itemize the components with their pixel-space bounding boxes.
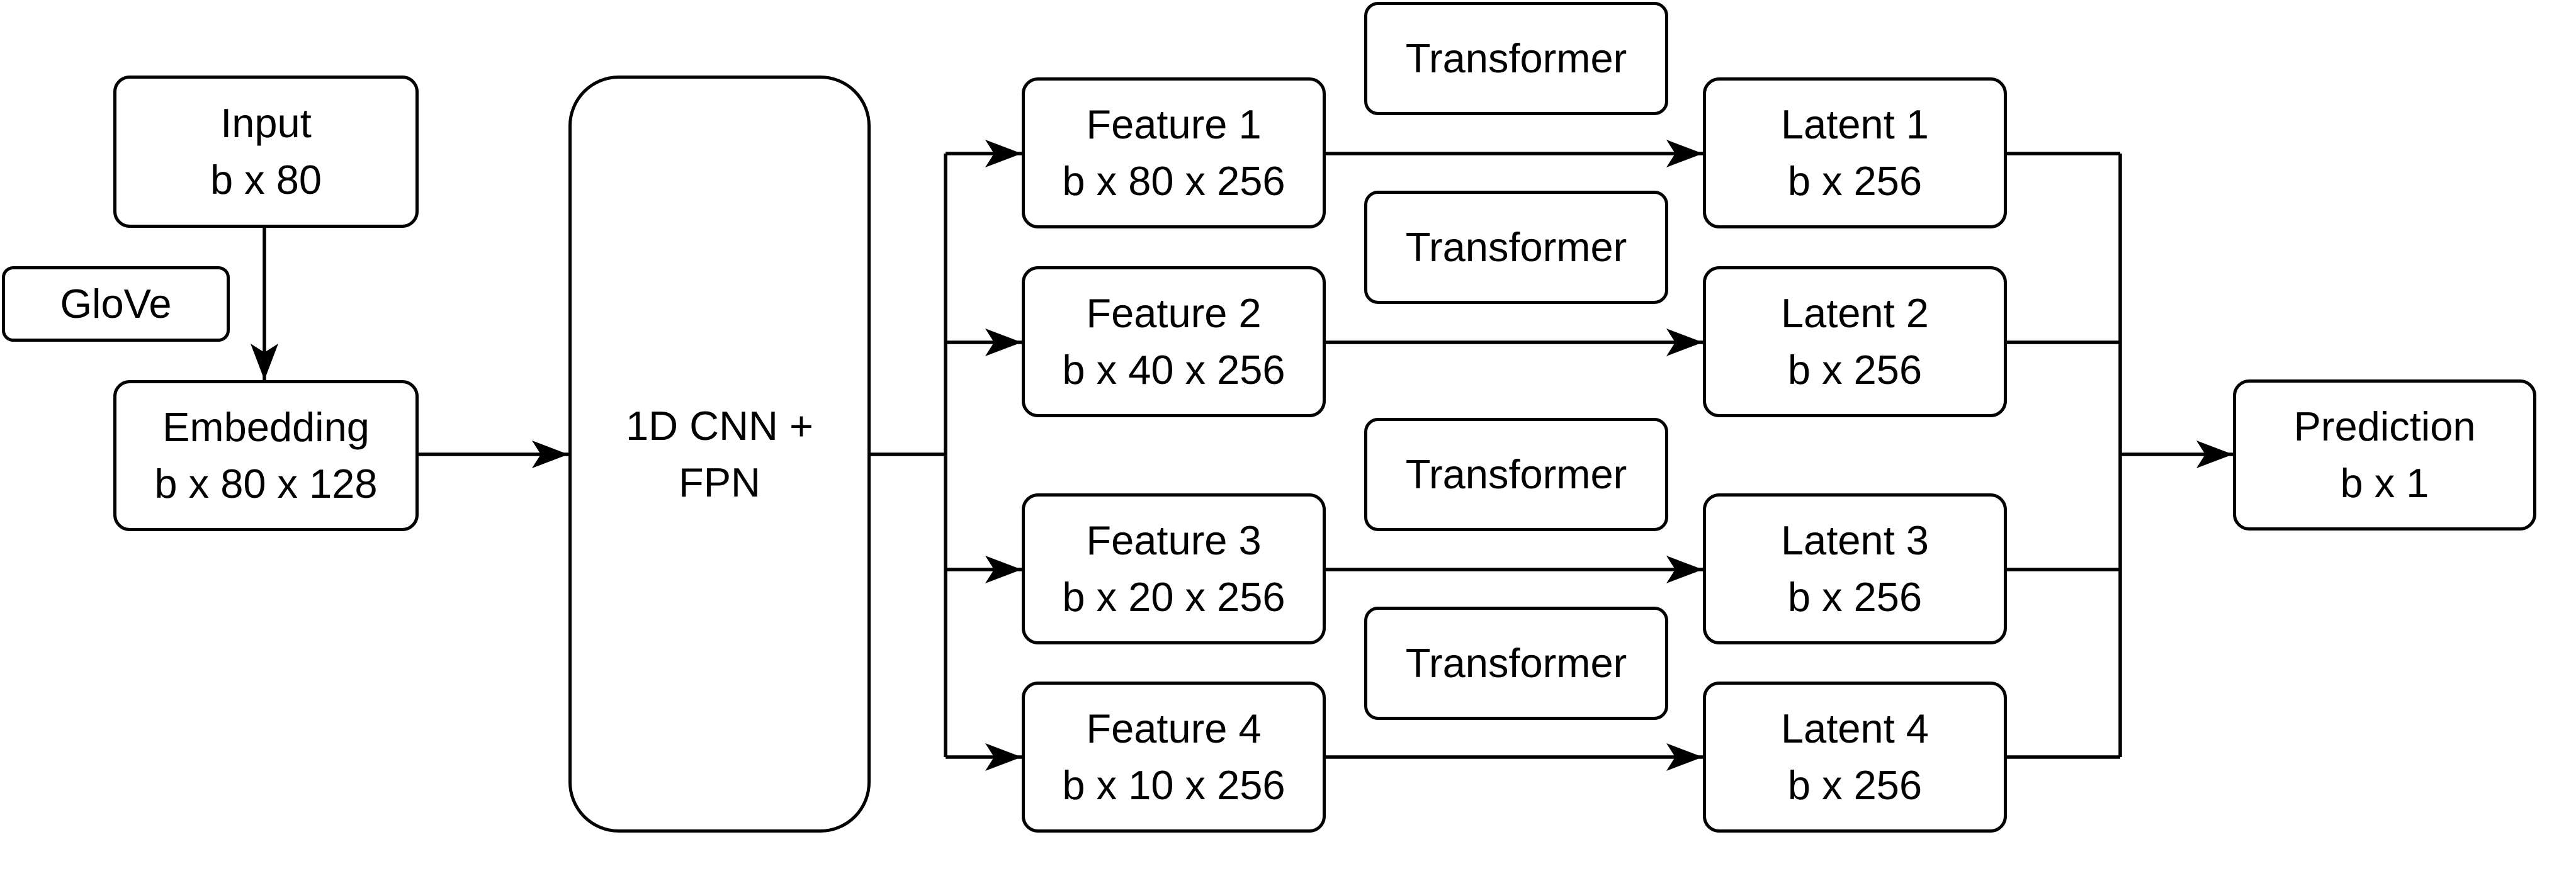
backbone-node: 1D CNN + FPN (568, 76, 871, 833)
prediction-shape: b x 1 (2340, 460, 2429, 506)
latent-shape: b x 256 (1787, 347, 1923, 393)
latent-node-2: Latent 2 b x 256 (1703, 266, 2007, 417)
prediction-title: Prediction (2293, 403, 2476, 450)
feature-title: Feature 1 (1086, 101, 1262, 148)
input-shape: b x 80 (210, 157, 322, 203)
transformer-node-1: Transformer (1364, 2, 1668, 115)
feature-title: Feature 2 (1086, 290, 1262, 337)
transformer-title: Transformer (1405, 640, 1627, 687)
feature-shape: b x 20 x 256 (1062, 574, 1285, 620)
transformer-node-4: Transformer (1364, 607, 1668, 720)
latent-shape: b x 256 (1787, 574, 1923, 620)
latent-title: Latent 4 (1781, 705, 1929, 752)
transformer-node-2: Transformer (1364, 191, 1668, 304)
feature-shape: b x 80 x 256 (1062, 158, 1285, 204)
backbone-line-2: FPN (679, 459, 760, 505)
latent-node-3: Latent 3 b x 256 (1703, 493, 2007, 644)
latent-shape: b x 256 (1787, 158, 1923, 204)
feature-node-2: Feature 2 b x 40 x 256 (1022, 266, 1326, 417)
feature-title: Feature 3 (1086, 517, 1262, 564)
latent-node-4: Latent 4 b x 256 (1703, 682, 2007, 833)
prediction-node: Prediction b x 1 (2233, 379, 2536, 531)
input-node: Input b x 80 (113, 76, 419, 228)
feature-title: Feature 4 (1086, 705, 1262, 752)
transformer-title: Transformer (1405, 35, 1627, 82)
feature-shape: b x 10 x 256 (1062, 762, 1285, 808)
feature-node-3: Feature 3 b x 20 x 256 (1022, 493, 1326, 644)
glove-node: GloVe (2, 266, 230, 342)
embedding-title: Embedding (162, 404, 370, 451)
latent-title: Latent 1 (1781, 101, 1929, 148)
feature-shape: b x 40 x 256 (1062, 347, 1285, 393)
feature-node-1: Feature 1 b x 80 x 256 (1022, 77, 1326, 228)
feature-node-4: Feature 4 b x 10 x 256 (1022, 682, 1326, 833)
transformer-title: Transformer (1405, 224, 1627, 271)
glove-title: GloVe (60, 281, 172, 327)
latent-title: Latent 2 (1781, 290, 1929, 337)
latent-node-1: Latent 1 b x 256 (1703, 77, 2007, 228)
transformer-node-3: Transformer (1364, 418, 1668, 531)
backbone-line-1: 1D CNN + (626, 402, 813, 449)
latent-shape: b x 256 (1787, 762, 1923, 808)
latent-title: Latent 3 (1781, 517, 1929, 564)
transformer-title: Transformer (1405, 451, 1627, 498)
input-title: Input (220, 100, 312, 147)
embedding-shape: b x 80 x 128 (154, 461, 378, 507)
embedding-node: Embedding b x 80 x 128 (113, 380, 419, 531)
